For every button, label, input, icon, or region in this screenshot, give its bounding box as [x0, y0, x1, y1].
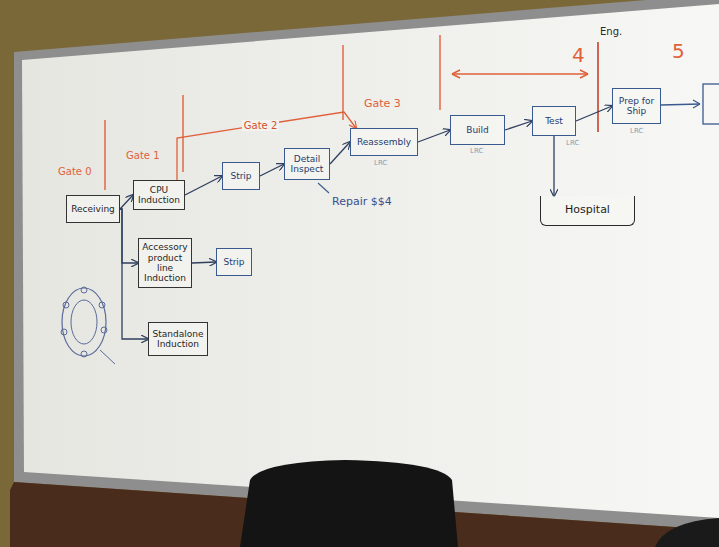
box-text: Strip [230, 171, 251, 181]
board-frame [14, 0, 719, 530]
flow-arrow [120, 195, 133, 209]
small-label: LRC [630, 128, 643, 136]
process-box: CPU Induction [133, 180, 185, 210]
box-text: Accessory product line Induction [142, 242, 187, 283]
process-box: Standalone Induction [148, 322, 208, 356]
flow-arrow [120, 209, 138, 263]
flow-arrow [192, 262, 216, 263]
flow-arrow [693, 100, 700, 108]
gate-line [104, 120, 105, 190]
gate-label: Gate 3 [364, 98, 401, 110]
box-text: Build [466, 125, 489, 135]
sketch-dot [81, 287, 87, 293]
process-box: Accessory product line Induction [138, 238, 192, 288]
flow-arrow [576, 106, 612, 121]
edge-label: Gate 2 [242, 120, 280, 131]
gate-line [182, 95, 183, 172]
span-arrow [452, 70, 588, 78]
flow-arrow [661, 104, 700, 105]
sketch-ring [71, 300, 97, 344]
box-text: Detail Inspect [289, 154, 325, 175]
gate-label: Gate 1 [126, 150, 160, 161]
box-text: Prep for Ship [617, 96, 656, 117]
flow-arrow [260, 164, 284, 176]
process-box: Prep for Ship [612, 88, 661, 124]
sketch-tail [100, 350, 115, 364]
note-label: Repair $$4 [332, 196, 392, 208]
chair [655, 518, 719, 547]
box-text: Strip [223, 257, 244, 267]
process-box: Test [532, 106, 576, 136]
sketch-dot [61, 329, 67, 335]
small-label: LRC [374, 160, 387, 168]
chair [240, 460, 458, 547]
gate-line [342, 45, 343, 120]
box-text: Standalone Induction [153, 329, 204, 350]
span-arrow [452, 73, 588, 74]
sketch-ring [62, 288, 106, 356]
flow-arrow [418, 130, 450, 142]
gate-line [439, 35, 440, 110]
sketch-dot [81, 351, 87, 357]
process-box: Strip [216, 248, 252, 276]
leader-line [318, 183, 329, 193]
box-text: Test [545, 116, 563, 126]
flow-arrow [505, 121, 532, 130]
sketch-dot [63, 302, 69, 308]
flow-arrow [553, 136, 554, 196]
gate-line [597, 42, 599, 132]
partial-box [703, 84, 719, 124]
flow-arrow [185, 176, 222, 195]
process-box: Reassembly [350, 128, 418, 156]
callout-number: 4 [572, 44, 585, 66]
box-text: Reassembly [357, 137, 411, 147]
process-box: Receiving [66, 195, 120, 223]
small-label: LRC [470, 148, 483, 156]
process-box: Build [450, 115, 505, 145]
flow-arrow [330, 142, 350, 164]
process-box: Strip [222, 162, 260, 190]
board-surface [22, 4, 719, 518]
sketch-dot [99, 302, 105, 308]
note-label: Eng. [600, 26, 622, 37]
gate-label: Gate 0 [58, 166, 92, 177]
box-text: Hospital [565, 204, 610, 217]
process-box: Detail Inspect [284, 148, 330, 180]
box-text: Receiving [71, 204, 115, 214]
small-label: LRC [566, 140, 579, 148]
sketch-dot [101, 327, 107, 333]
callout-number: 5 [672, 40, 685, 62]
gate-arrow [177, 112, 356, 180]
hospital-bracket: Hospital [540, 196, 635, 226]
box-text: CPU Induction [138, 185, 180, 206]
